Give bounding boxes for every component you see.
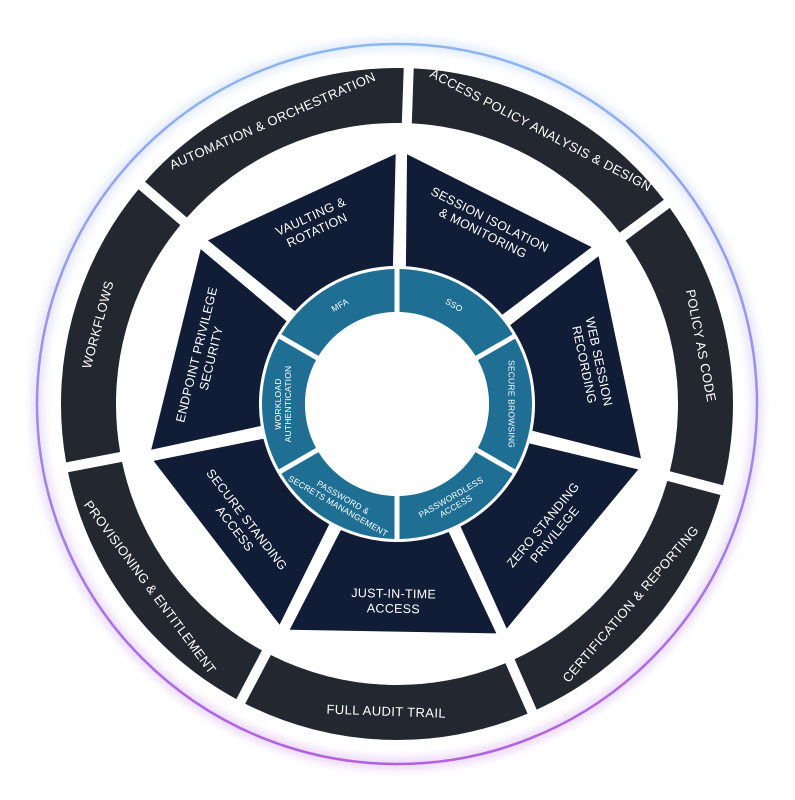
center-hub <box>305 312 489 496</box>
outer-segment-workflows <box>61 189 181 463</box>
middle-label-just-in-time-access-line-2: ACCESS <box>367 601 420 616</box>
outer-ring-border <box>35 42 759 766</box>
middle-label-just-in-time-access-line-1: JUST-IN-TIME <box>351 586 436 601</box>
inner-segment-sso <box>399 269 513 356</box>
inner-segment-mfa <box>281 269 395 356</box>
inner-label-secure-browsing-line-1: SECURE BROWSING <box>506 360 516 448</box>
middle-segment-session-isolation <box>405 154 592 315</box>
middle-segment-secure-standing-access <box>153 438 330 625</box>
outer-segment-policy-as-code <box>625 207 733 486</box>
outer-label-certification-reporting: CERTIFICATION & REPORTING <box>559 523 701 686</box>
middle-segment-endpoint-privilege-security <box>151 249 287 450</box>
outer-label-provisioning-entitlement: PROVISIONING & ENTITLEMENT <box>81 498 219 677</box>
outer-segment-provisioning-entitlement <box>67 461 262 700</box>
outer-label-full-audit-trail: FULL AUDIT TRAIL <box>326 702 446 721</box>
outer-segment-automation-orchestration <box>145 68 404 218</box>
inner-segment-password-secrets-management <box>281 452 395 539</box>
outer-segment-access-policy-analysis <box>411 68 664 233</box>
outer-segment-full-audit-trail <box>245 655 528 741</box>
middle-segment-web-session-recording <box>510 256 642 459</box>
inner-label-workload-authentication-line-1: WORKLOAD <box>273 378 283 429</box>
middle-segment-zero-standing-privilege <box>460 443 639 629</box>
inner-segment-workload-authentication <box>262 338 317 470</box>
middle-segment-vaulting-rotation <box>207 154 396 312</box>
inner-segment-passwordless-access <box>399 452 513 539</box>
inner-label-workload-authentication-line-2: AUTHENTICATION <box>283 366 293 443</box>
inner-segment-secure-browsing <box>477 338 532 470</box>
middle-segment-just-in-time-access <box>289 530 497 634</box>
outer-segment-certification-reporting <box>514 480 721 710</box>
